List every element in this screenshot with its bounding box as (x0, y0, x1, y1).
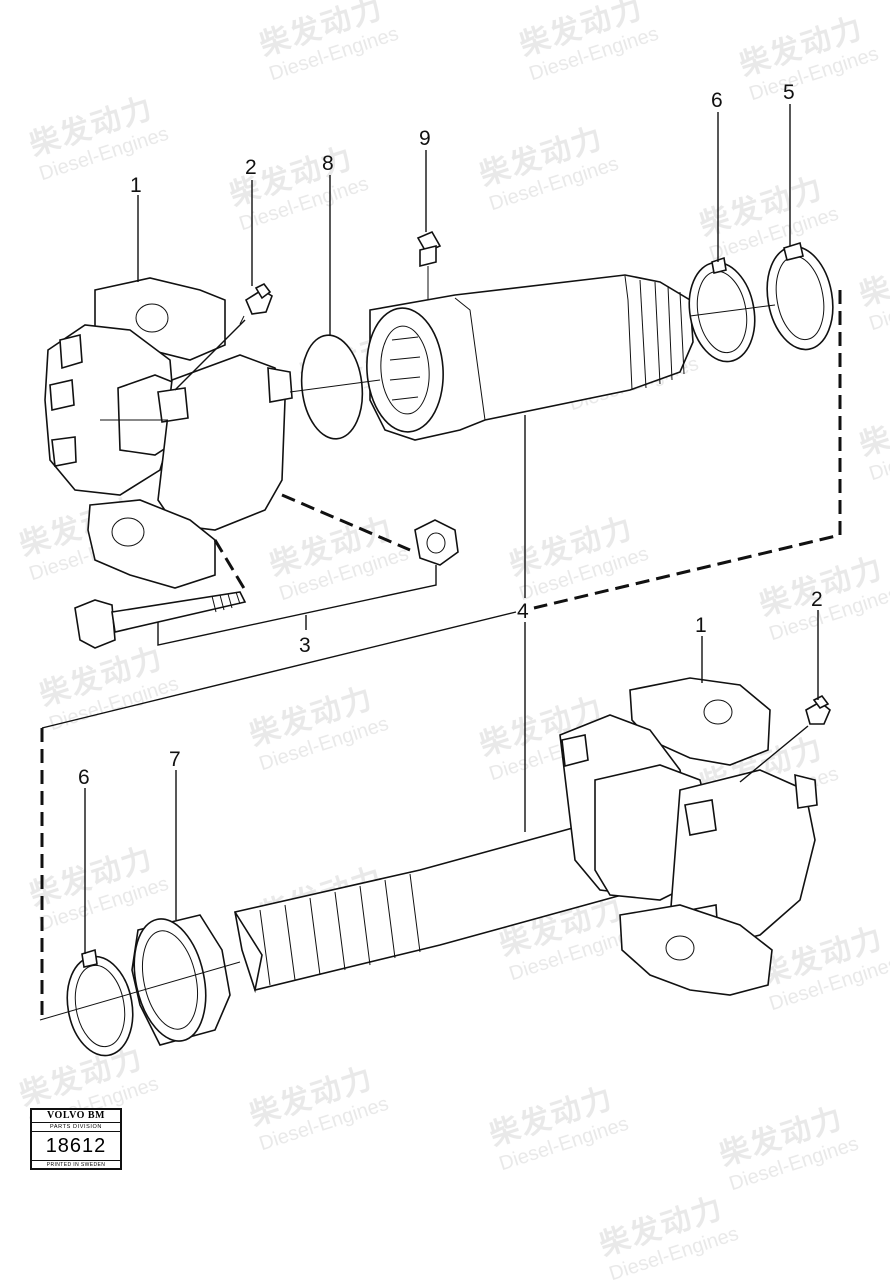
callout-6-bottom: 6 (78, 766, 90, 789)
leader-lines (39, 104, 842, 1021)
sliding-sleeve (366, 274, 694, 441)
callout-1-top: 1 (130, 174, 142, 197)
snap-ring-bottom (66, 948, 134, 1057)
grease-nipple-bottom (805, 694, 831, 725)
badge-number: 18612 (32, 1131, 120, 1161)
locking-ring (766, 241, 834, 351)
callout-8: 8 (322, 152, 334, 175)
parts-division-badge: VOLVO BM PARTS DIVISION 18612 PRINTED IN… (30, 1108, 122, 1170)
callout-7: 7 (169, 748, 181, 771)
callout-9: 9 (419, 127, 431, 150)
callout-2-bottom: 2 (811, 588, 823, 611)
badge-brand: VOLVO BM (32, 1110, 120, 1123)
badge-printed: PRINTED IN SWEDEN (46, 1162, 106, 1168)
flange-yoke-top (44, 277, 293, 589)
callout-2-top: 2 (245, 156, 257, 179)
washer-disc (300, 334, 364, 440)
flange-yoke-bottom (559, 677, 818, 996)
badge-division: PARTS DIVISION (50, 1124, 102, 1130)
callout-1-bottom: 1 (695, 614, 707, 637)
grease-nipple-top (239, 282, 273, 325)
lubricating-nipple (416, 230, 442, 300)
callout-4: 4 (517, 600, 529, 623)
callout-6-top: 6 (711, 89, 723, 112)
bolt (74, 591, 247, 649)
callout-labels: 1 2 8 9 6 5 3 4 1 2 6 7 (78, 81, 823, 789)
nut (414, 519, 459, 566)
watermark-english: Diesel-Engines (606, 1222, 742, 1286)
exploded-parts-diagram: 1 2 8 9 6 5 3 4 1 2 6 7 (39, 81, 842, 1057)
callout-3: 3 (299, 634, 311, 657)
callout-5: 5 (783, 81, 795, 104)
